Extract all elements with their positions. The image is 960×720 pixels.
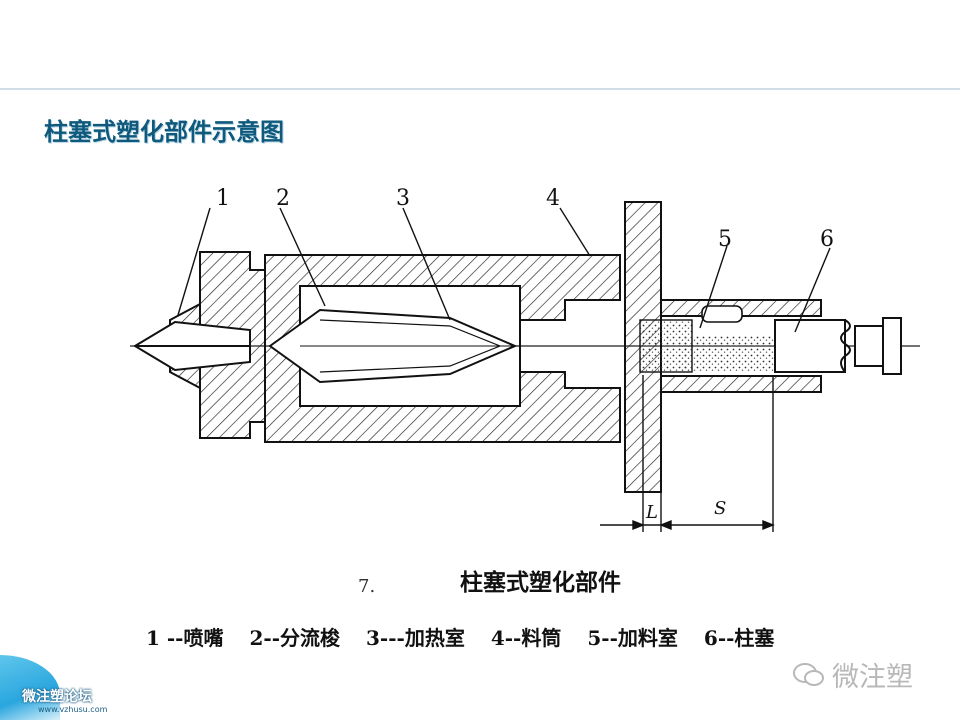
watermark-brand: 微注塑论坛 <box>22 689 92 705</box>
header-divider <box>0 88 960 90</box>
callout-2: 2 <box>276 186 290 211</box>
leader-5 <box>699 245 728 329</box>
wechat-icon <box>793 662 824 686</box>
forum-watermark: 微注塑论坛 www.vzhusu.com <box>0 655 150 720</box>
legend-item: 1 --喷嘴 <box>146 626 224 650</box>
wechat-watermark: 微注塑 <box>792 655 913 694</box>
callout-3: 3 <box>396 186 410 211</box>
parts-legend: 1 --喷嘴 2--分流梭 3---加热室 4--料筒 5--加料室 6--柱塞 <box>146 622 774 651</box>
leader-1 <box>177 207 211 316</box>
callout-6: 6 <box>820 227 834 252</box>
legend-item: 4--料筒 <box>490 626 562 650</box>
nozzle-part-1 <box>133 251 266 439</box>
figure-caption: 柱塞式塑化部件 <box>460 569 621 596</box>
plunger-part-6 <box>774 317 902 375</box>
leader-4 <box>559 207 591 257</box>
figure-mark: 7. <box>358 576 376 597</box>
callout-5: 5 <box>718 227 732 252</box>
callout-4: 4 <box>546 186 560 211</box>
feed-chamber-part-5 <box>639 299 822 393</box>
watermark-text: 微注塑 <box>832 662 913 693</box>
leader-3 <box>402 207 451 321</box>
legend-item: 5--加料室 <box>587 626 678 650</box>
leader-6 <box>794 247 831 333</box>
legend-item: 3---加热室 <box>366 626 465 650</box>
dimension-L: L <box>645 502 658 523</box>
watermark-url: www.vzhusu.com <box>38 705 108 714</box>
callout-1: 1 <box>216 186 230 211</box>
dimension-S: S <box>714 498 726 519</box>
legend-item: 2--分流梭 <box>249 626 341 650</box>
plastifying-unit-diagram: 1 2 3 4 5 6 L S <box>130 186 920 532</box>
leader-2 <box>279 207 326 307</box>
slide-title: 柱塞式塑化部件示意图 <box>44 118 284 146</box>
legend-item: 6--柱塞 <box>703 626 775 650</box>
